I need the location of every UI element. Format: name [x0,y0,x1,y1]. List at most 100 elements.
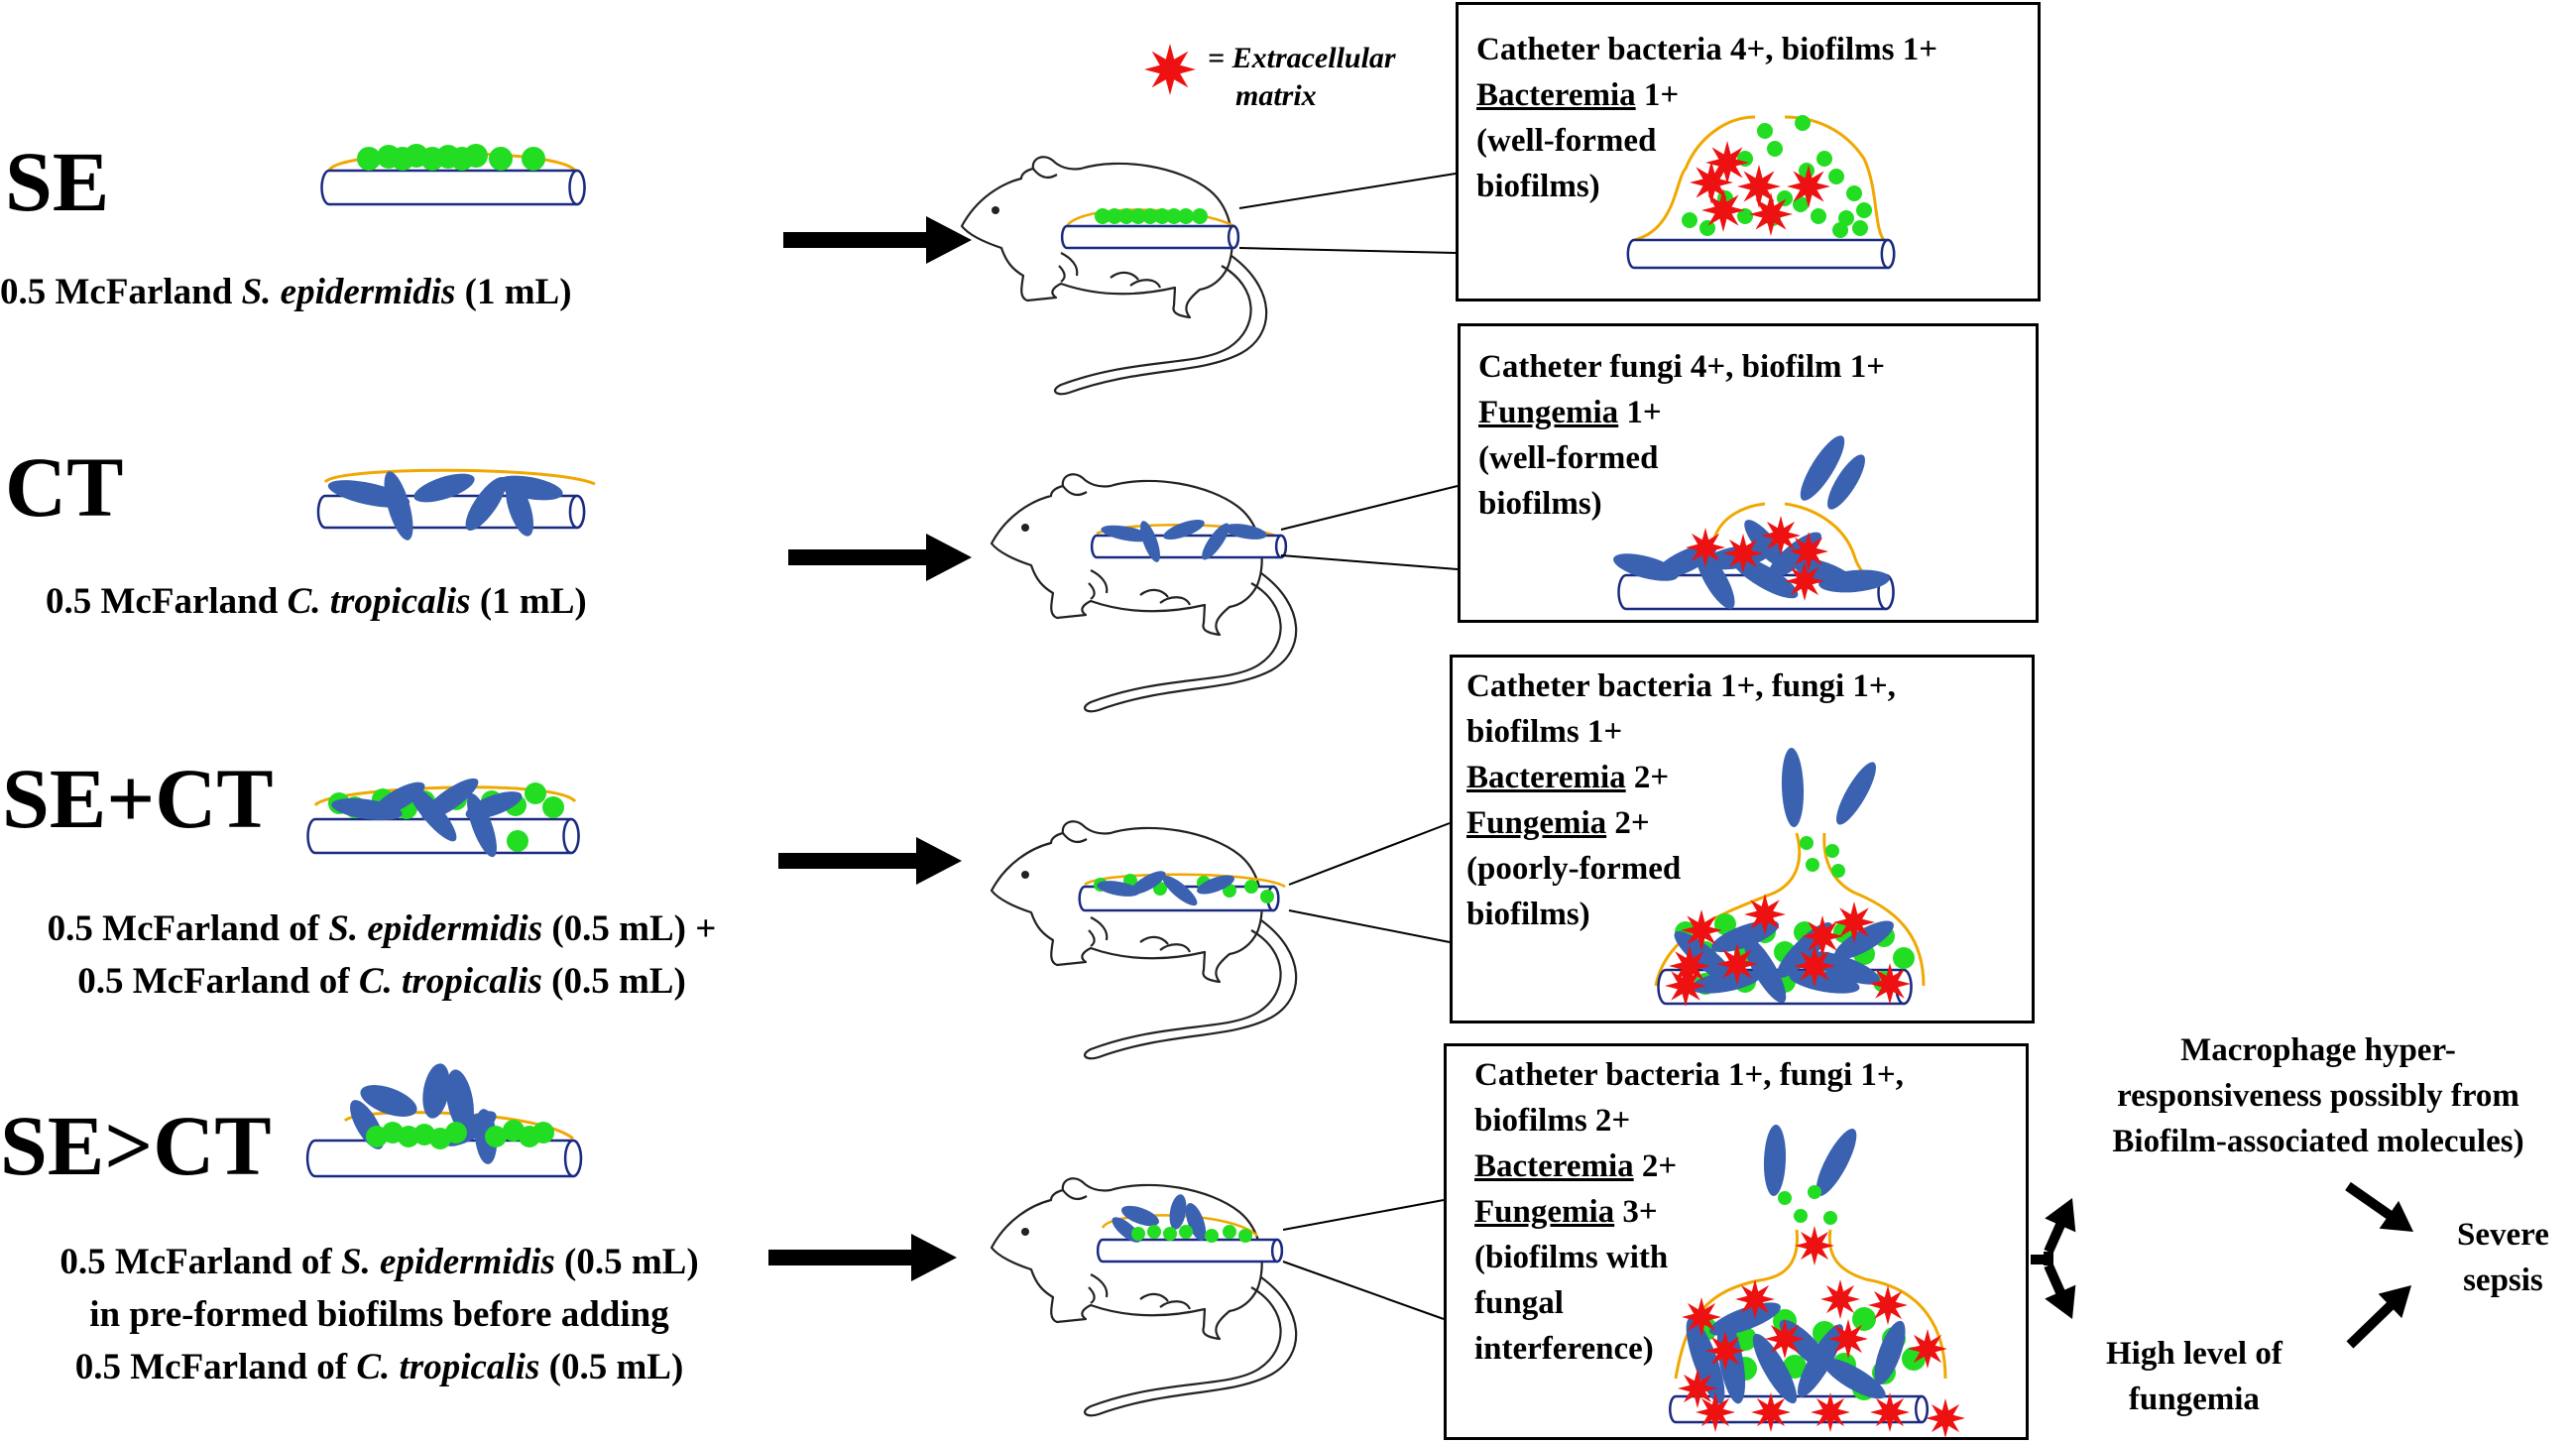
bacteria-cell [507,830,528,852]
bacteria-cell [1852,1307,1876,1331]
bacteria-cell [525,782,546,804]
matrix-star-icon [1869,963,1911,1005]
fungal-cell [1744,520,1786,567]
text-line: biofilms 1+ [1466,714,1623,750]
bacteria-cell [1260,890,1274,903]
matrix-star-icon [1870,1392,1910,1432]
mouse-se-catheter [1060,208,1240,250]
matrix-star-icon [1716,943,1758,985]
arrow-fork [2031,1252,2053,1265]
group-label-ct: CT [5,439,124,535]
bacteria-cell [1856,202,1872,218]
text-line: 0.5 McFarland of S. epidermidis (0.5 mL) [59,1242,699,1282]
fungal-cell [1836,762,1876,825]
mouse-se-icon [960,156,1268,396]
se-catheter-illustration [320,144,586,206]
matrix-star-icon [1765,1319,1805,1359]
bacteria-cell [1130,208,1146,224]
bacteria-cell [398,1126,419,1147]
fungal-cell [1818,569,1890,593]
zoom-lines-ct [1280,485,1459,570]
arrow-macrophage-to-sepsis [2345,1181,2413,1232]
bacteria-cell [1767,141,1783,157]
matrix-star-icon [1751,1392,1791,1432]
bacteria-cell [542,796,564,818]
fungal-cell [1709,1302,1781,1336]
fungal-cell [413,473,475,503]
matrix-star-icon [1868,1285,1908,1325]
matrix-star-icon [1761,516,1801,555]
result-text-se: Catheter bacteria 4+, biofilms 1+Bactere… [1476,27,1937,209]
fungal-cell [1834,920,1894,960]
fungal-cell [446,1069,474,1133]
matrix-star-icon [1820,1279,1860,1319]
mouse-se-ct-catheter [1078,871,1286,912]
legend-label-line1: = Extracellular [1208,42,1396,74]
matrix-star-icon [1701,188,1745,232]
matrix-star-icon [1678,1369,1717,1408]
bacteria-cell [1737,208,1753,224]
text-line: in pre-formed biofilms before adding [89,1294,669,1335]
bacteria-cell [357,147,381,171]
fungal-cell [465,477,507,531]
group-label-se-gt-ct: SE>CT [0,1098,272,1193]
se-gt-ct-biofilm-closeup [1669,1125,1965,1438]
fungal-cell [1874,1320,1906,1385]
bacteria-cell [1166,208,1182,224]
bacteria-cell [1147,1225,1161,1239]
bacteria-cell [1244,880,1258,894]
arrow-se-ct [778,837,962,885]
fungal-cell [1121,1205,1159,1227]
text-line: Catheter bacteria 1+, fungi 1+, [1466,668,1896,704]
group-desc-se-gt-ct: 0.5 McFarland of S. epidermidis (0.5 mL)… [0,1236,759,1393]
catheter-icon [305,1139,583,1178]
group-desc-ct: 0.5 McFarland C. tropicalis (1 mL) [46,575,587,628]
result-text-se-gt-ct: Catheter bacteria 1+, fungi 1+,biofilms … [1474,1052,1904,1372]
fungal-cell [1822,1358,1886,1399]
text-line: 0.5 McFarland C. tropicalis (1 mL) [46,581,587,622]
matrix-star-icon [1681,909,1722,951]
arrow-ct [788,534,972,581]
text-line: (poorly-formed [1466,851,1682,887]
fungal-cell [1815,1129,1857,1196]
bacteria-cell [445,1122,467,1143]
matrix-star-icon [1696,1392,1735,1432]
fungal-cell [422,1063,450,1119]
matrix-star-icon [1723,534,1763,573]
arrow-to-fungemia [2044,1263,2076,1319]
bacteria-cell [1816,151,1832,167]
text-line: Bacteremia 2+ [1466,760,1670,795]
text-line: 0.5 McFarland of C. tropicalis (0.5 mL) [74,1347,684,1387]
text-line: Catheter fungi 4+, biofilm 1+ [1478,349,1886,385]
fungal-cell [1224,524,1267,540]
matrix-star-icon [1665,965,1706,1007]
bacteria-cell [1142,208,1158,224]
mouse-ct-icon [990,473,1298,713]
bacteria-cell [532,1122,554,1143]
bacteria-cell [1823,1211,1837,1225]
arrow-fungemia-to-sepsis [2346,1285,2411,1349]
text-line: biofilms) [1476,169,1600,204]
ct-catheter-illustration [316,468,596,541]
bacteria-cell [1682,212,1698,228]
fungal-cell [421,778,479,821]
matrix-star-icon [1686,528,1725,567]
fungal-cell [1710,919,1780,953]
mouse-se-gt-ct-catheter [1096,1194,1284,1264]
outcome-severe-sepsis: Severe sepsis [2457,1217,2549,1298]
bacteria-cell [1806,858,1819,872]
bacteria-cell [1800,836,1814,850]
zoom-lines-se-ct [1288,822,1451,943]
matrix-star-icon [1811,1392,1850,1432]
catheter-icon [1669,1394,1929,1424]
bacteria-cell [1223,1225,1236,1239]
bacteria-cell [1825,844,1839,858]
legend: = Extracellular matrix [1140,40,1438,119]
bacteria-cell [1107,208,1122,224]
text-line: biofilms 2+ [1474,1103,1631,1139]
bacteria-cell [1828,169,1844,184]
legend-label-line2: matrix [1235,79,1317,112]
matrix-star-icon [1787,165,1830,208]
se-ct-biofilm-closeup [1654,748,1926,1007]
fungal-cell [1185,1203,1207,1241]
